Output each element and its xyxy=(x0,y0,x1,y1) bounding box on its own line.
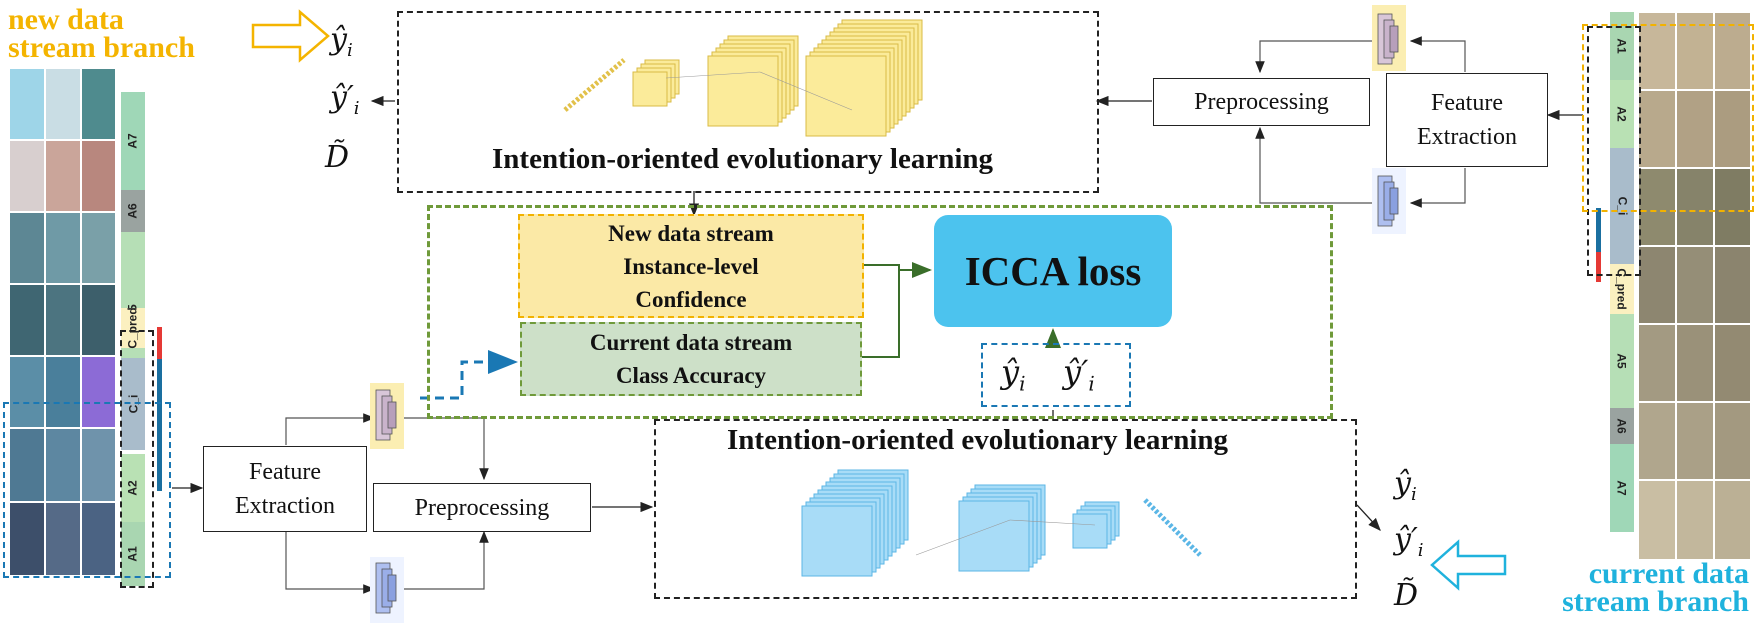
left-strip-segment: C_pred xyxy=(121,307,145,349)
left-blue-marker xyxy=(157,359,162,491)
bottom-feature-extraction-box: Feature Extraction xyxy=(203,446,367,532)
top-feature-extraction-box: Feature Extraction xyxy=(1386,73,1548,167)
right-strip-bracket xyxy=(1587,26,1641,276)
left-current-selection xyxy=(3,402,171,578)
left-strip-segment: A7 xyxy=(121,92,145,190)
bottom-preprocessing-box: Preprocessing xyxy=(373,483,591,532)
right-new-selection xyxy=(1582,24,1754,212)
confidence-line2: Instance-level xyxy=(623,253,759,279)
bottom-learning-module xyxy=(654,419,1357,599)
bottom-module-title: Intention-oriented evolutionary learning xyxy=(727,424,1229,456)
feature-icon-top-pink xyxy=(1372,5,1406,71)
left-video-frames xyxy=(9,68,116,576)
feature-icon-bottom-pink xyxy=(370,383,404,449)
confidence-line3: Confidence xyxy=(635,286,747,312)
bottom-feature-extraction-line2: Extraction xyxy=(235,493,335,519)
top-learning-module xyxy=(397,11,1099,193)
accuracy-line2: Class Accuracy xyxy=(615,363,767,388)
accuracy-box: Current data stream Class Accuracy xyxy=(520,322,862,396)
top-feature-extraction-line1: Feature xyxy=(1431,90,1503,116)
top-preprocessing-box: Preprocessing xyxy=(1153,78,1370,126)
bottom-output-y: ŷi xyxy=(1394,466,1417,505)
left-strip-segment: A1 xyxy=(121,522,145,586)
pred-y-prime: ŷ′i xyxy=(1063,353,1095,396)
right-strip-segment: C_i xyxy=(1610,148,1634,264)
bottom-feature-extraction-line1: Feature xyxy=(249,459,321,485)
feature-icon-bottom-blue xyxy=(370,557,404,623)
left-strip-segment: A2 xyxy=(121,454,145,522)
left-action-strip: A7 A6 A5 C_pred C_i A2 A1 xyxy=(121,92,145,586)
right-strip-segment: C_pred xyxy=(1610,264,1634,314)
right-video-frames xyxy=(1638,12,1751,560)
right-strip-segment: A1 xyxy=(1610,12,1634,80)
prediction-box: ŷi ŷ′i xyxy=(981,343,1131,407)
current-branch-label: current data stream branch xyxy=(1562,557,1749,618)
new-branch-label-line2: stream branch xyxy=(8,31,195,64)
right-strip-segment: A7 xyxy=(1610,444,1634,532)
top-module-title: Intention-oriented evolutionary learning xyxy=(492,143,994,175)
new-branch-arrow-icon xyxy=(251,9,330,63)
current-branch-label-line1: current data xyxy=(1588,557,1749,590)
top-feature-extraction-line2: Extraction xyxy=(1417,124,1517,150)
current-branch-arrow-icon xyxy=(1430,539,1507,591)
confidence-line1: New data stream xyxy=(608,220,774,246)
left-strip-segment: C_i xyxy=(121,358,145,450)
right-strip-segment: A5 xyxy=(1610,314,1634,408)
bottom-output-y-prime: ŷ′i xyxy=(1394,522,1424,561)
right-strip-segment: A6 xyxy=(1610,408,1634,444)
new-branch-label: new data stream branch xyxy=(8,3,195,64)
left-red-marker xyxy=(157,327,162,359)
icca-loss-box: ICCA loss xyxy=(934,215,1172,327)
right-blue-marker xyxy=(1596,208,1601,268)
top-output-y: ŷi xyxy=(330,22,353,61)
top-output-d: D̃ xyxy=(325,140,350,175)
new-branch-label-line1: new data xyxy=(8,3,124,36)
top-output-y-prime: ŷ′i xyxy=(330,80,360,119)
bottom-output-d: D̃ xyxy=(1394,578,1419,613)
pred-y: ŷi xyxy=(1001,353,1026,396)
current-branch-label-line2: stream branch xyxy=(1562,585,1749,618)
right-action-strip: A1 A2 C_i C_pred A5 A6 A7 xyxy=(1610,12,1634,532)
top-network-icon xyxy=(563,19,923,137)
center-loss-module xyxy=(427,205,1333,419)
left-strip-segment: A6 xyxy=(121,190,145,232)
bottom-network-icon xyxy=(801,469,1202,577)
feature-icon-top-blue xyxy=(1372,168,1406,234)
left-strip-bracket xyxy=(120,330,154,588)
accuracy-line1: Current data stream xyxy=(589,330,793,355)
confidence-box: New data stream Instance-level Confidenc… xyxy=(518,214,864,318)
right-strip-segment: A2 xyxy=(1610,80,1634,148)
right-red-marker xyxy=(1596,252,1601,282)
